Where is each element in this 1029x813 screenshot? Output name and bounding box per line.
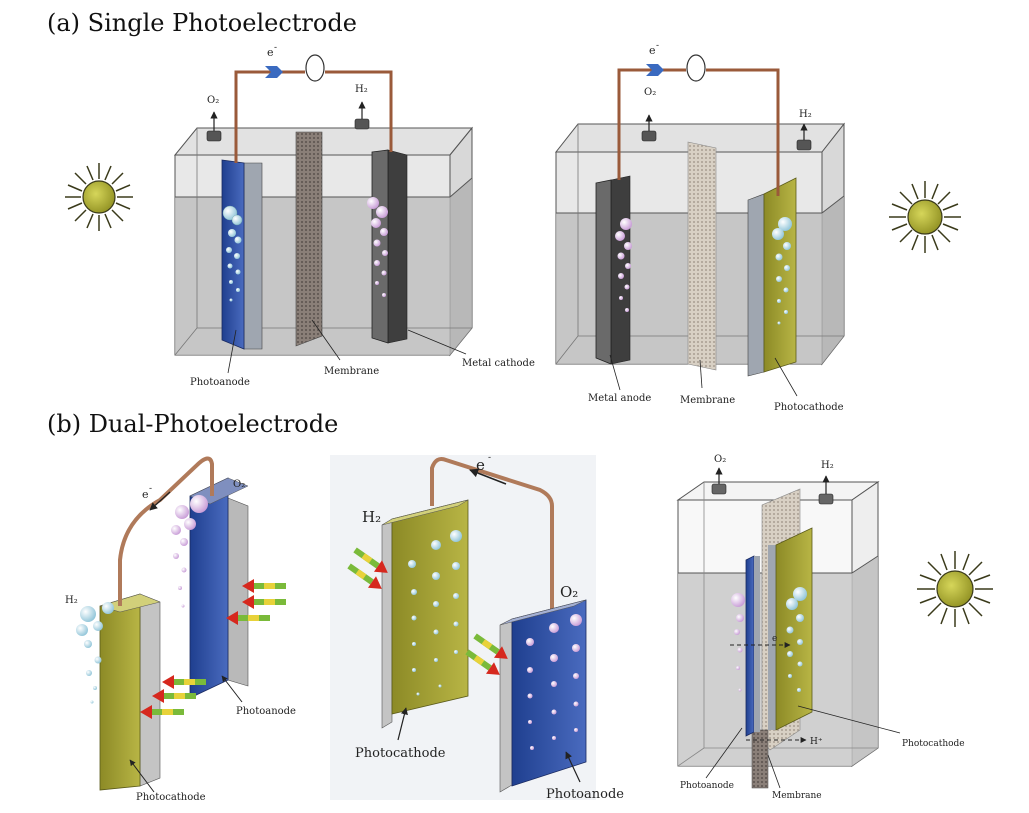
o2-label: O₂ [714, 454, 726, 465]
hydrogen-outlet [818, 493, 834, 505]
hydrogen-bubbles [772, 217, 792, 325]
electron-label: e [649, 44, 656, 57]
cell-b1: e - O₂ H₂ [65, 456, 296, 803]
section-title-single: (a) Single Photoelectrode [47, 9, 357, 37]
metal-cathode-plate [371, 149, 389, 344]
hydrogen-bubbles [367, 197, 388, 297]
hydrogen-outlet [796, 139, 812, 151]
oxygen-outlet [711, 483, 727, 495]
photoanode-plate [221, 159, 245, 350]
o2-label: O₂ [644, 87, 656, 98]
metal-cathode-label: Metal cathode [462, 358, 535, 369]
o2-label: O₂ [560, 583, 578, 601]
sun-icon [917, 551, 993, 627]
electron-arrow [646, 64, 664, 76]
membrane-label: Membrane [772, 791, 822, 801]
oxygen-bubbles [615, 218, 632, 312]
section-title-dual: (b) Dual-Photoelectrode [47, 410, 338, 438]
photoanode-label: Photoanode [236, 706, 296, 717]
oxygen-bubbles [526, 614, 582, 750]
photocathode-plate [775, 527, 813, 731]
membrane-panel [687, 141, 717, 371]
svg-text:-: - [274, 43, 277, 53]
cell-a2: O₂ H₂ e - Metal anode Membrane Photocath… [554, 41, 846, 413]
oxygen-outlet [206, 130, 222, 142]
electron-label: e [267, 46, 274, 59]
sun-icon [65, 163, 133, 231]
metal-anode-plate [595, 179, 612, 365]
light-arrows [347, 547, 508, 675]
photoanode-plate [511, 599, 587, 787]
photocathode-label: Photocathode [136, 792, 206, 803]
electron-label: e [142, 488, 149, 501]
membrane-panel [295, 131, 323, 347]
membrane-label: Membrane [324, 366, 379, 377]
o2-label: O₂ [207, 95, 219, 106]
photoanode-label: Photoanode [680, 781, 734, 791]
external-wire [118, 456, 214, 606]
load-resistor [305, 54, 325, 82]
photocathode-label: Photocathode [774, 402, 844, 413]
hydrogen-bubbles [408, 530, 462, 696]
hydrogen-bubbles [76, 602, 114, 704]
cell-a1: O₂ H₂ e - Photoanode Membrane Metal cath… [173, 43, 535, 388]
external-wire [430, 457, 554, 610]
h2-label: H₂ [821, 460, 834, 471]
photocathode-plate [99, 593, 141, 791]
photocathode-plate [763, 177, 797, 373]
hydrogen-bubbles [786, 587, 807, 692]
h2-label: H₂ [362, 508, 381, 526]
photoanode-label: Photoanode [190, 377, 250, 388]
photoanode-plate [745, 555, 755, 737]
membrane-label: Membrane [680, 395, 735, 406]
oxygen-bubbles [222, 205, 243, 302]
photocathode-label: Photocathode [902, 739, 965, 749]
h2-label: H₂ [65, 595, 78, 606]
electron-label: e [476, 456, 485, 474]
photocathode-label: Photocathode [355, 746, 446, 761]
oxygen-outlet [641, 130, 657, 142]
oxygen-bubbles [731, 593, 745, 692]
svg-text:-: - [149, 484, 152, 494]
cell-b2: e - [330, 453, 624, 802]
hydrogen-outlet [354, 118, 370, 130]
electron-arrow [265, 66, 283, 78]
light-arrows [140, 579, 286, 719]
svg-text:-: - [488, 453, 491, 463]
sun-icon [889, 181, 961, 253]
svg-text:-: - [656, 41, 659, 51]
electron-label: e [772, 634, 777, 644]
o2-label: O₂ [233, 479, 245, 490]
load-resistor [686, 54, 706, 82]
oxygen-bubbles [171, 495, 208, 608]
proton-label: H⁺ [810, 737, 823, 747]
photoanode-label: Photoanode [546, 787, 624, 802]
metal-anode-label: Metal anode [588, 393, 651, 404]
h2-label: H₂ [355, 84, 368, 95]
cell-b3: e H⁺ O₂ H₂ Photoanode Membrane Photocath… [676, 454, 965, 801]
h2-label: H₂ [799, 109, 812, 120]
